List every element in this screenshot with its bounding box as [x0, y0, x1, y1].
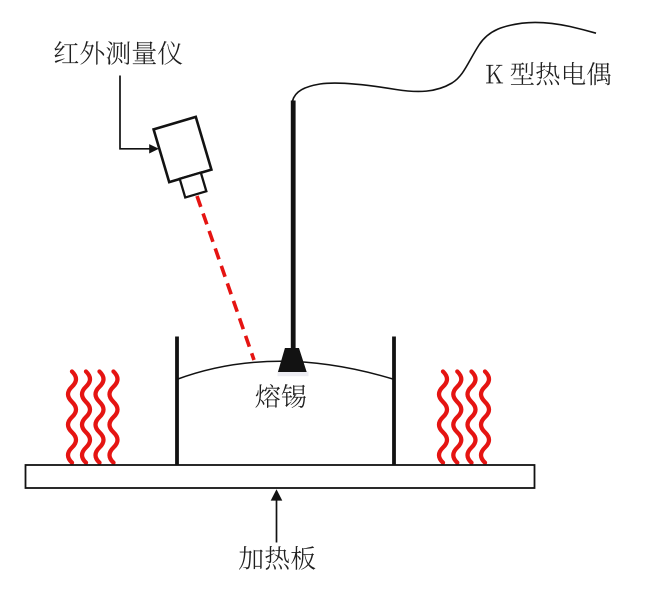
ir-beam-dashed-line	[195, 195, 256, 361]
heat-wave-left-2	[79, 369, 93, 465]
label-molten-solder-glyphs	[255, 384, 306, 408]
label-ir-meter-glyphs	[54, 40, 183, 65]
thermocouple-wire	[291, 21, 597, 102]
heat-wave-right-1	[436, 369, 450, 465]
thermocouple-tip	[277, 348, 307, 372]
label-heating-plate-glyphs	[238, 545, 316, 570]
hot-plate	[24, 464, 536, 489]
ir-meter-leader-arrowhead	[149, 144, 159, 154]
hot-plate-pointer-arrowhead	[270, 489, 283, 501]
ir-meter-body	[151, 115, 214, 184]
heat-wave-left-3	[93, 369, 106, 465]
solder-surface-arc	[176, 360, 395, 381]
ir-meter-device	[151, 115, 214, 199]
probe-tip-shadow	[277, 371, 309, 377]
heat-wave-right-2	[451, 369, 464, 465]
heat-wave-left-4	[107, 369, 120, 465]
ir-meter-lens	[178, 171, 208, 199]
heat-wave-right-4	[478, 369, 492, 465]
heat-wave-right-3	[465, 369, 478, 465]
label-thermocouple-glyphs	[486, 62, 611, 86]
heat-wave-left-1	[65, 369, 79, 465]
ir-meter-leader-line	[119, 75, 150, 150]
